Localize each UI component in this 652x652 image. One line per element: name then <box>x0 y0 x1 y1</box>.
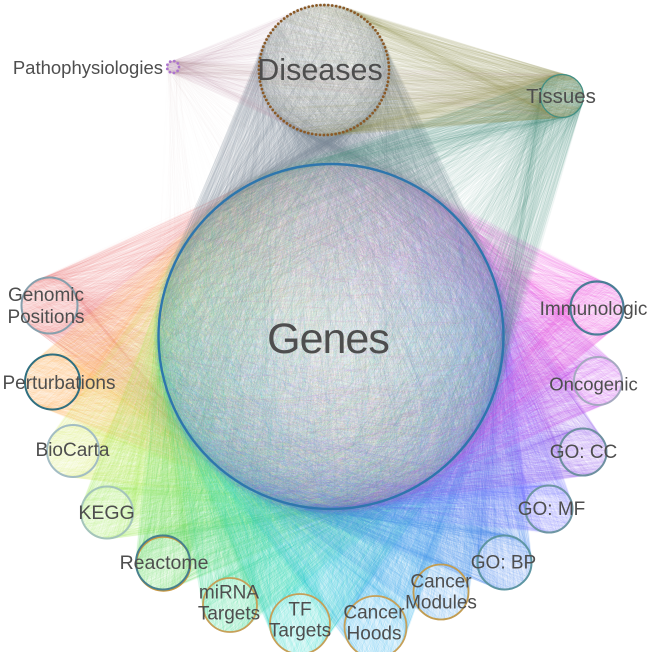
node-fill-mirna_targets <box>203 578 257 632</box>
bundle-diseases--tissues <box>257 2 585 138</box>
label-perturbations: Perturbations <box>2 373 115 394</box>
node-fill-go_cc <box>559 428 607 476</box>
label-cancer_hoods-line1: Cancer <box>343 603 405 624</box>
node-tissues[interactable] <box>539 73 585 119</box>
node-fill-cancer_hoods <box>344 596 407 652</box>
node-fill-kegg <box>81 486 133 539</box>
node-go_bp[interactable] <box>476 534 533 591</box>
bundle-pathophysiologies--diseases <box>166 3 391 138</box>
node-fill-tf_targets <box>270 594 330 652</box>
label-biocarta: BioCarta <box>36 440 110 461</box>
bundle-reactome--genes <box>135 159 509 591</box>
label-cancer_modules-line1: Cancer <box>410 572 472 593</box>
node-pathophysiologies[interactable] <box>165 59 181 75</box>
label-genomic_positions-line2: Positions <box>7 307 84 328</box>
bundle-tf_targets--genes <box>153 159 509 652</box>
bundle-diseases--genes <box>153 3 509 514</box>
node-immunologic[interactable] <box>569 280 625 336</box>
node-fill-oncogenic <box>574 357 622 405</box>
node-fill-tissues <box>540 74 584 118</box>
bundle-tissues--genes <box>153 73 585 514</box>
node-fill-biocarta <box>47 425 99 477</box>
node-fill-diseases <box>259 5 389 135</box>
bundle-cancer_hoods--genes <box>153 159 509 652</box>
node-fill-go_bp <box>477 535 532 590</box>
node-kegg[interactable] <box>80 485 134 540</box>
label-tf_targets-line2: Targets <box>269 621 331 642</box>
node-diseases[interactable] <box>257 3 391 137</box>
label-diseases: Diseases <box>257 53 382 87</box>
label-genomic_positions-line1: Genomic <box>8 285 84 306</box>
label-mirna_targets-line2: Targets <box>198 604 260 625</box>
node-fills <box>21 5 624 652</box>
node-rings <box>20 3 625 652</box>
node-biocarta[interactable] <box>46 424 100 478</box>
node-fill-cancer_modules <box>413 564 469 620</box>
label-mirna_targets-line1: miRNA <box>199 583 259 604</box>
label-genes: Genes <box>267 315 389 363</box>
node-fill-genomic_positions <box>21 277 78 334</box>
node-genes[interactable] <box>157 162 505 511</box>
label-go_mf: GO: MF <box>518 499 586 520</box>
bundle-immunologic--genes <box>155 158 625 514</box>
node-fill-perturbations <box>25 354 80 410</box>
bundle-mirna_targets--genes <box>153 158 509 633</box>
node-fill-immunologic <box>570 281 624 335</box>
node-perturbations[interactable] <box>24 353 81 411</box>
node-genomic_positions[interactable] <box>20 276 79 335</box>
bundle-cancer_modules--genes <box>154 159 509 621</box>
node-mirna_targets[interactable] <box>202 577 258 633</box>
node-cancer_modules[interactable] <box>412 563 470 621</box>
bundle-genomic_positions--genes <box>20 158 509 514</box>
node-reactome[interactable] <box>135 534 191 591</box>
label-oncogenic: Oncogenic <box>549 374 637 395</box>
bundle-oncogenic--genes <box>154 158 623 514</box>
node-fill-go_mf <box>525 485 573 533</box>
label-cancer_modules-line2: Modules <box>405 593 477 614</box>
node-cancer_hoods[interactable] <box>343 595 408 652</box>
bundle-go_mf--genes <box>154 159 574 534</box>
node-tf_targets[interactable] <box>269 593 331 652</box>
node-go_mf[interactable] <box>524 484 574 534</box>
node-fill-genes <box>158 164 504 509</box>
label-pathophysiologies: Pathophysiologies <box>13 57 163 78</box>
label-tf_targets-line1: TF <box>288 600 311 621</box>
edge-bundles <box>20 2 625 652</box>
label-reactome: Reactome <box>120 552 209 574</box>
node-fill-pathophysiologies <box>167 61 179 73</box>
node-fill-reactome <box>136 535 190 590</box>
label-kegg: KEGG <box>78 502 134 524</box>
node-oncogenic[interactable] <box>573 356 623 406</box>
label-immunologic: Immunologic <box>540 299 648 320</box>
node-go_cc[interactable] <box>558 427 608 477</box>
label-go_cc: GO: CC <box>550 442 618 463</box>
label-tissues: Tissues <box>526 85 596 108</box>
label-cancer_hoods-line2: Hoods <box>347 624 402 645</box>
label-go_bp: GO: BP <box>471 553 536 574</box>
